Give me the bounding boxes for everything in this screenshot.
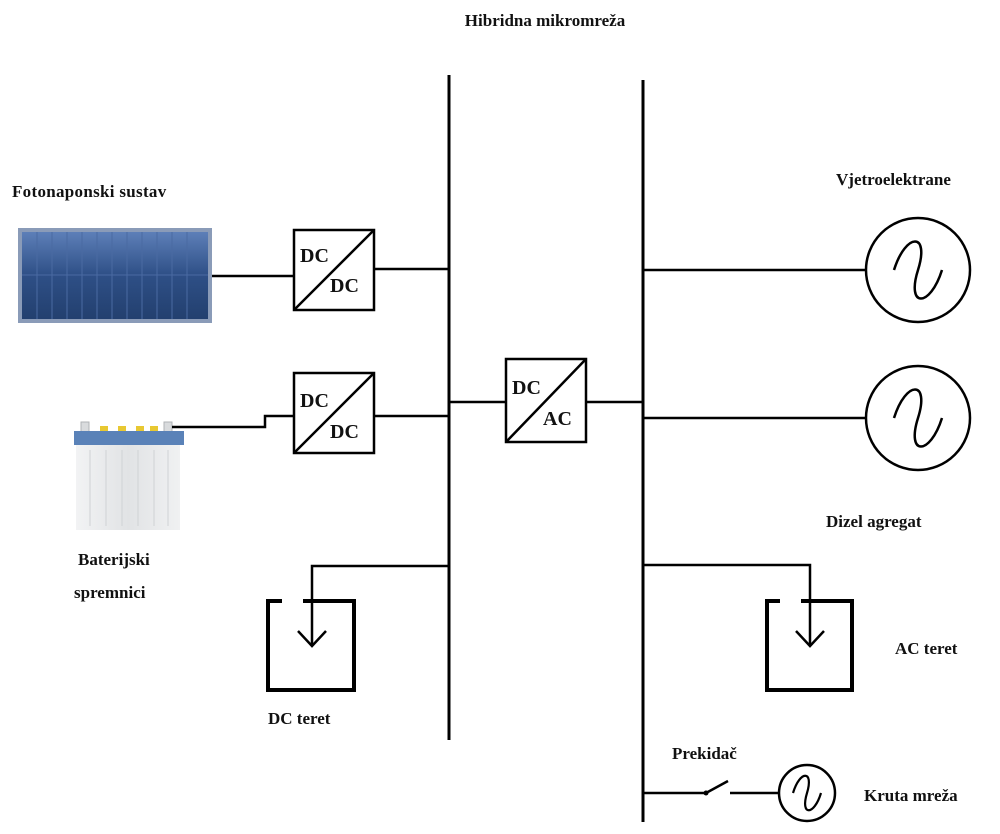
dcac-inverter: DC AC	[504, 357, 588, 444]
inverter-top: DC	[512, 377, 541, 399]
solar-panel-icon	[18, 228, 212, 323]
dc-load-label: DC teret	[268, 709, 331, 728]
pv-converter-bottom: DC	[330, 275, 359, 297]
inverter-bottom: AC	[543, 408, 572, 430]
ac-load-box	[765, 599, 854, 692]
switch-blade-icon	[705, 779, 729, 795]
diesel-label: Dizel agregat	[826, 512, 922, 531]
battery-icon	[74, 421, 184, 530]
wind-generator-icon	[864, 216, 972, 324]
pv-converter-top: DC	[300, 245, 329, 267]
switch-label: Prekidač	[672, 744, 737, 763]
ac-load-wire	[643, 563, 812, 645]
ac-load-label: AC teret	[895, 639, 958, 658]
battery-label-line1: Baterijski	[78, 550, 150, 569]
grid-source-icon	[777, 763, 837, 823]
dc-load-arrow-icon	[297, 630, 327, 648]
wind-label: Vjetroelektrane	[836, 170, 951, 189]
battery-wire	[172, 414, 294, 429]
diesel-generator-icon	[864, 364, 972, 472]
diagram-title: Hibridna mikromreža	[465, 11, 626, 30]
battery-converter-bottom: DC	[330, 421, 359, 443]
battery-converter-top: DC	[300, 390, 329, 412]
dc-load-wire	[310, 564, 449, 645]
battery-dcdc-converter: DC DC	[292, 371, 376, 455]
ac-load-arrow-icon	[795, 630, 825, 648]
grid-label: Kruta mreža	[864, 786, 958, 805]
dc-load-box	[266, 599, 356, 692]
pv-dcdc-converter: DC DC	[292, 228, 376, 312]
battery-label-line2: spremnici	[74, 583, 146, 602]
pv-label: Fotonaponski sustav	[12, 182, 167, 201]
